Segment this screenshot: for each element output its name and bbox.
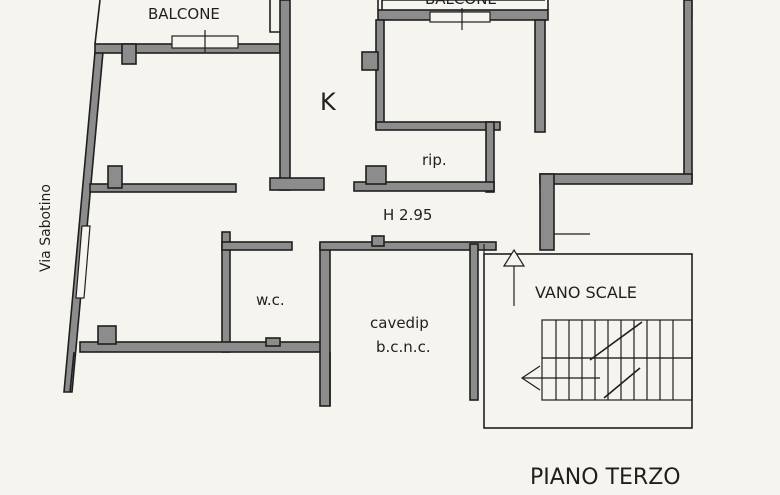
stair-cut-line xyxy=(589,321,643,361)
floor-label: PIANO TERZO xyxy=(530,465,681,490)
ripostiglio-label: rip. xyxy=(422,151,447,169)
stair-treads-lower xyxy=(541,357,693,401)
west-wall xyxy=(63,51,104,393)
balcone-right-label: BALCONE xyxy=(425,0,497,8)
kitchen-label: K xyxy=(320,88,337,116)
wc-label: w.c. xyxy=(256,291,285,309)
street-label: Via Sabotino xyxy=(38,184,54,272)
cavedio-north-wall xyxy=(319,241,497,251)
rip-north-wall xyxy=(375,121,501,131)
cavedio-label-1: cavedip xyxy=(370,314,429,332)
wc-door-stub xyxy=(265,337,281,347)
rip-east-wall xyxy=(485,121,495,193)
right-balcony-window xyxy=(429,11,491,23)
stairwell-outline xyxy=(483,253,693,429)
kitchen-east-wall xyxy=(375,19,385,129)
east-corner-wall xyxy=(539,173,693,185)
east-inner-wall xyxy=(534,19,546,133)
wc-corner-stub xyxy=(97,325,117,345)
bedroom-south-wall xyxy=(89,183,237,193)
kitchen-south-stub xyxy=(269,177,325,191)
stair-treads-upper xyxy=(541,319,693,359)
right-balcony-outline xyxy=(377,0,549,10)
wc-north-wall xyxy=(221,241,293,251)
bedroom-stub xyxy=(107,165,123,189)
cavedio-west-wall xyxy=(319,243,331,407)
rip-south-stub xyxy=(365,165,387,185)
cavedio-east-wall xyxy=(469,243,479,401)
stair-up-arrow-icon xyxy=(502,248,526,267)
kitchen-east-notch xyxy=(361,51,379,71)
wc-south-wall xyxy=(79,341,329,353)
west-window xyxy=(75,225,91,299)
stair-cut-line-2 xyxy=(603,367,641,399)
cavedio-north-stub xyxy=(371,235,385,247)
kitchen-west-wall xyxy=(279,0,291,191)
pillar-left xyxy=(121,43,137,65)
vano-scale-label: VANO SCALE xyxy=(535,283,637,302)
rip-south-wall xyxy=(353,181,495,192)
height-label: H 2.95 xyxy=(383,206,432,224)
cavedio-label-2: b.c.n.c. xyxy=(376,338,431,356)
balcone-left-label: BALCONE xyxy=(148,5,220,23)
stair-west-wall xyxy=(539,173,555,251)
east-exterior-wall xyxy=(683,0,693,183)
